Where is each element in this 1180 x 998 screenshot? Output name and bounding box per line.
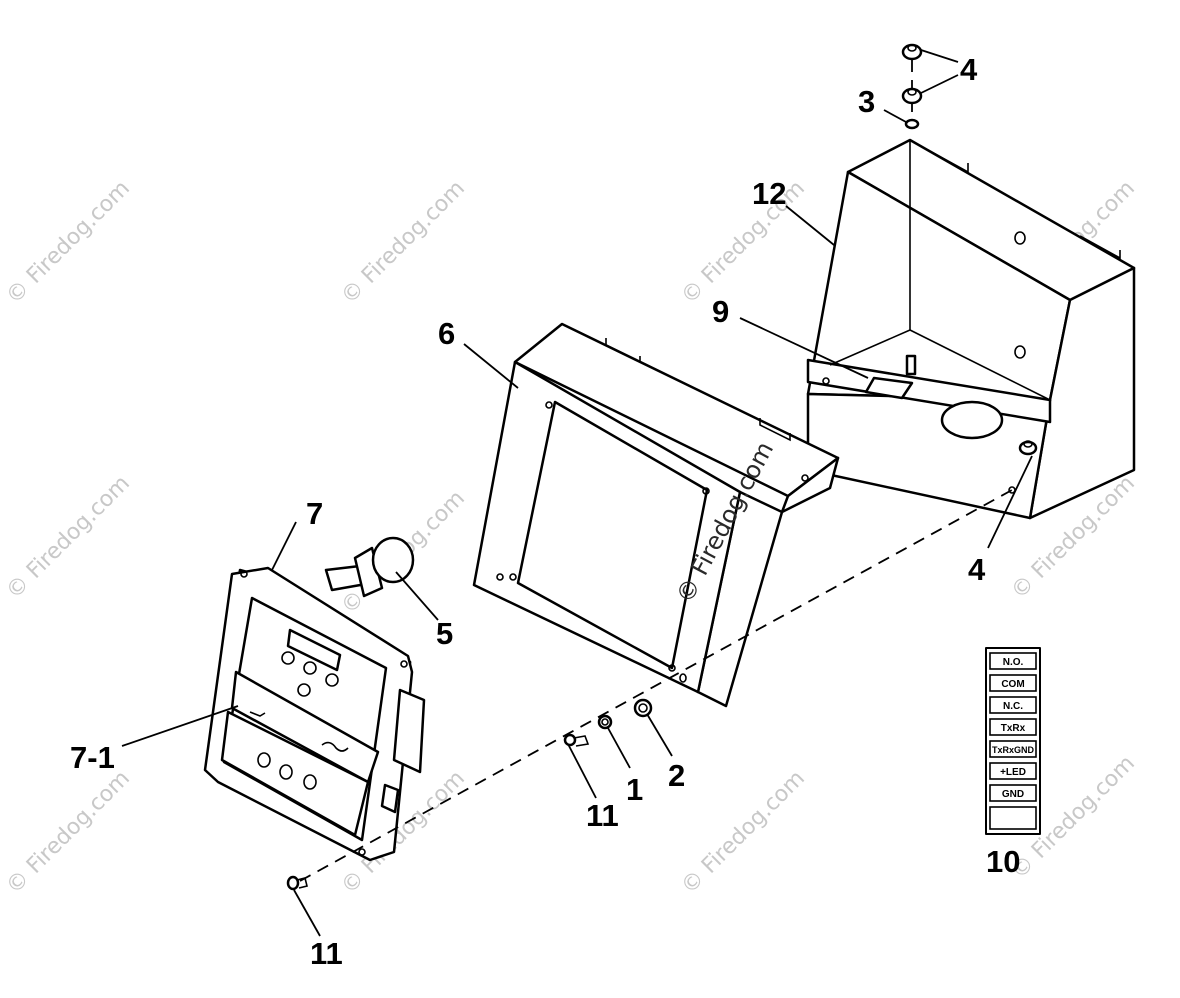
bezel-frame: © Firedog.com — [472, 322, 840, 708]
callout-11-mid: 11 — [586, 798, 619, 833]
back-box — [806, 138, 1136, 520]
terminal-label: COM — [1001, 679, 1024, 690]
callout-10: 10 — [986, 844, 1020, 879]
callout-4-right: 4 — [968, 552, 986, 587]
watermark: © Firedog.com — [2, 176, 135, 309]
leader-lines — [121, 49, 1033, 937]
callouts: 4 3 12 9 6 7 5 4 7-1 11 1 2 11 10 — [70, 52, 1020, 971]
terminal-label: GND — [1002, 789, 1024, 800]
cable-connector — [324, 536, 415, 598]
watermark: © Firedog.com — [677, 766, 810, 899]
terminal-label: N.C. — [1003, 701, 1023, 712]
callout-9: 9 — [712, 294, 729, 329]
callout-3: 3 — [858, 84, 875, 119]
callout-11-bottom: 11 — [310, 936, 343, 971]
watermark: © Firedog.com — [2, 766, 135, 899]
terminal-label: TxRxGND — [992, 745, 1035, 755]
callout-5: 5 — [436, 616, 453, 651]
watermark: © Firedog.com — [2, 471, 135, 604]
washer-2 — [633, 698, 653, 718]
callout-6: 6 — [438, 316, 455, 351]
terminal-label: TxRx — [1001, 723, 1026, 734]
callout-12: 12 — [752, 176, 786, 211]
callout-2: 2 — [668, 758, 685, 793]
terminal-label-strip: N.O. COM N.C. TxRx TxRxGND +LED GND — [985, 647, 1041, 835]
watermark: © Firedog.com — [337, 176, 470, 309]
nut-4-side — [1018, 440, 1038, 456]
lock-washer-1 — [597, 714, 613, 730]
terminal-label: +LED — [1000, 767, 1026, 778]
callout-7: 7 — [306, 496, 323, 531]
watermark: © Firedog.com — [677, 176, 810, 309]
terminal-label: N.O. — [1003, 657, 1024, 668]
screw-11-mid — [563, 733, 590, 747]
assembly-line — [299, 489, 1013, 882]
callout-4-top: 4 — [960, 52, 978, 87]
control-panel — [203, 566, 426, 862]
callout-7-1: 7-1 — [70, 740, 115, 775]
screw-11-bottom — [286, 875, 308, 891]
top-hardware — [901, 43, 923, 130]
callout-1: 1 — [626, 772, 643, 807]
